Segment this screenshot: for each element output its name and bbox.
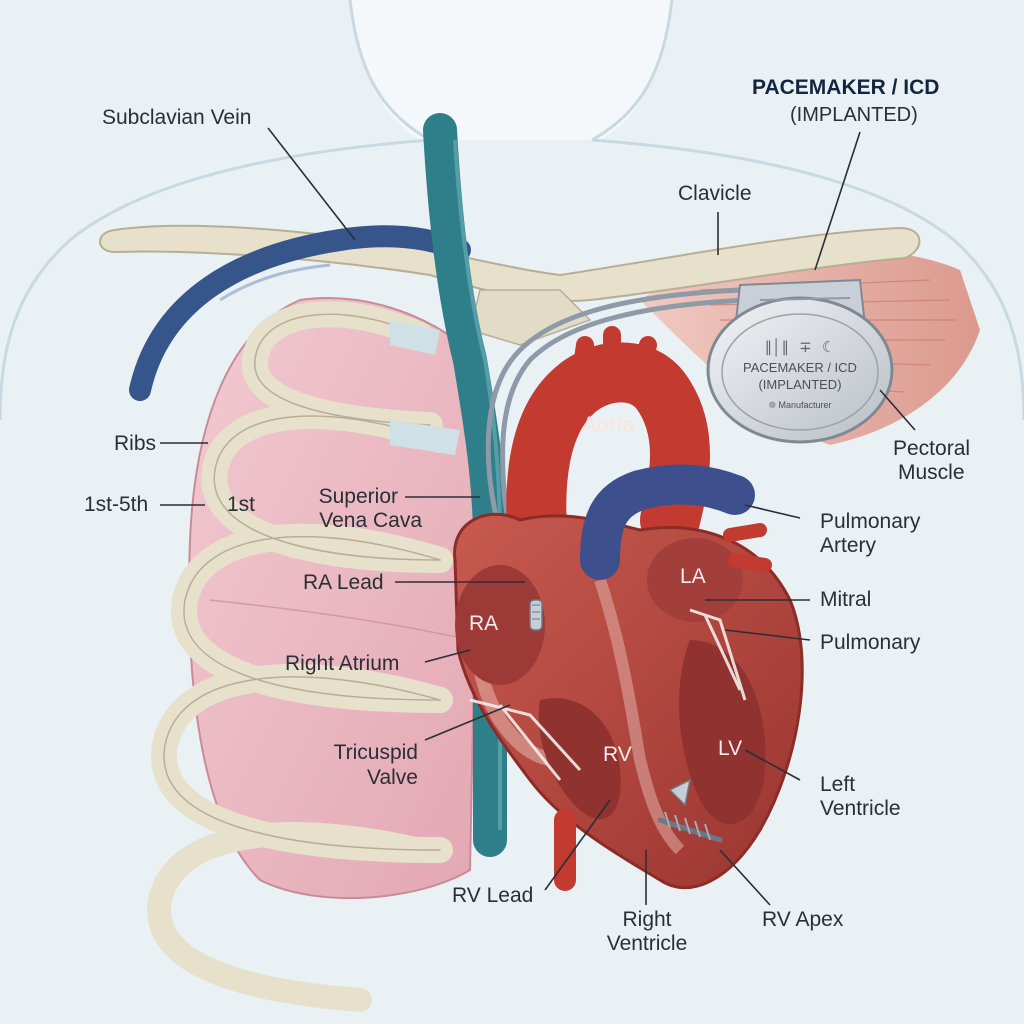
waveform-icon: ∥│∥ xyxy=(765,339,789,356)
label-pulmonary-artery-1: Pulmonary xyxy=(820,510,920,534)
label-right-ventricle-2: Ventricle xyxy=(595,932,699,956)
ra-lead-electrode xyxy=(530,600,542,630)
label-ra: RA xyxy=(469,612,498,636)
label-subclavian-vein: Subclavian Vein xyxy=(102,106,251,130)
label-clavicle: Clavicle xyxy=(678,182,752,206)
label-ribs: Ribs xyxy=(114,432,156,456)
device-title: PACEMAKER / ICD xyxy=(752,76,939,100)
label-rib-range: 1st-5th xyxy=(84,493,148,517)
label-pulmonary: Pulmonary xyxy=(820,631,920,655)
label-svc-1: Superior xyxy=(300,485,398,509)
label-tricuspid-1: Tricuspid xyxy=(300,741,418,765)
device-brand: ❁ Manufacturer xyxy=(740,400,860,411)
label-lv: LV xyxy=(718,737,742,761)
label-svc-2: Vena Cava xyxy=(290,509,422,533)
manufacturer-text: Manufacturer xyxy=(779,400,832,410)
label-right-ventricle-1: Right xyxy=(600,908,694,932)
right-lung xyxy=(189,298,480,898)
battery-icon: ∓ xyxy=(799,339,812,356)
label-rv-lead: RV Lead xyxy=(452,884,533,908)
label-first-rib: 1st xyxy=(227,493,255,517)
label-tricuspid-2: Valve xyxy=(300,766,418,790)
moon-icon: ☾ xyxy=(822,339,835,356)
label-left-ventricle-1: Left xyxy=(820,773,855,797)
label-left-ventricle-2: Ventricle xyxy=(820,797,901,821)
device-face-line1: PACEMAKER / ICD xyxy=(720,360,880,375)
device-face-line2: (IMPLANTED) xyxy=(720,377,880,392)
label-la: LA xyxy=(680,565,706,589)
label-pectoral-muscle-1: Pectoral xyxy=(893,437,970,461)
label-mitral: Mitral xyxy=(820,588,871,612)
label-ra-lead: RA Lead xyxy=(303,571,384,595)
label-rv-apex: RV Apex xyxy=(762,908,843,932)
label-pectoral-muscle-2: Muscle xyxy=(898,461,965,485)
manufacturer-logo-icon: ❁ xyxy=(768,400,776,410)
label-aorta: Aorta xyxy=(582,412,635,437)
label-right-atrium: Right Atrium xyxy=(285,652,399,676)
device-icon-row: ∥│∥ ∓ ☾ xyxy=(760,338,840,356)
label-rv: RV xyxy=(603,743,632,767)
device-subtitle: (IMPLANTED) xyxy=(790,104,918,127)
label-pulmonary-artery-2: Artery xyxy=(820,534,876,558)
